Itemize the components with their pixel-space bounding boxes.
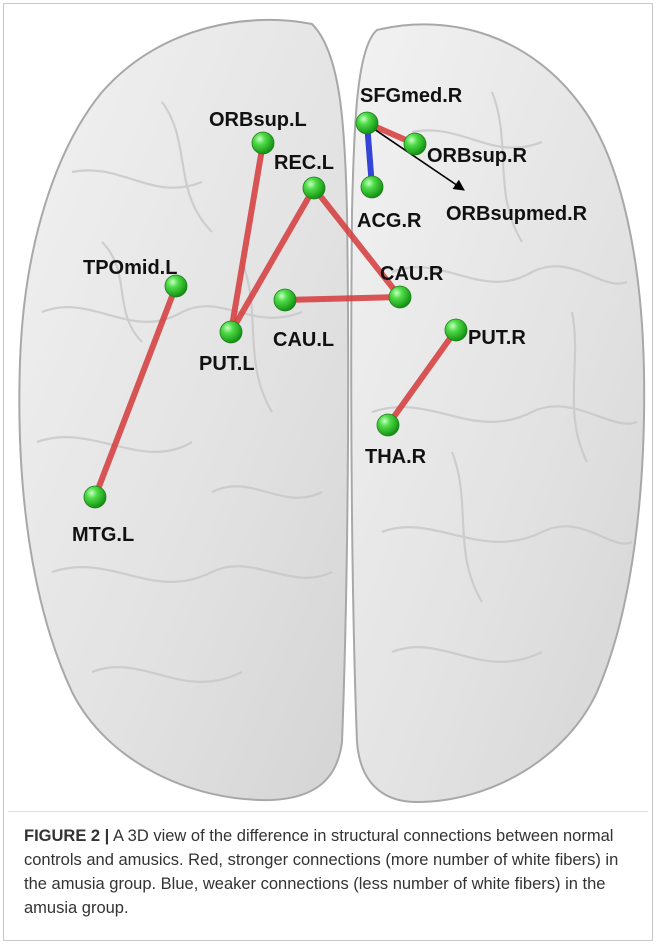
node-label-SFGmed.R: SFGmed.R	[360, 85, 463, 107]
node-ORBsup.L	[252, 132, 274, 154]
node-label-REC.L: REC.L	[274, 152, 334, 174]
node-SFGmed.R	[356, 112, 378, 134]
connection-CAU.L-CAU.R	[285, 297, 400, 300]
node-label-ORBsup.L: ORBsup.L	[209, 109, 307, 131]
node-label-CAU.L: CAU.L	[273, 329, 334, 351]
node-THA.R	[377, 414, 399, 436]
node-ACG.R	[361, 176, 383, 198]
brain-svg: ORBsup.L REC.L SFGmed.R ORBsup.R ACG.R ORBsup…	[12, 12, 652, 807]
node-label-THA.R: THA.R	[365, 446, 427, 468]
left-hemisphere	[19, 20, 348, 800]
node-CAU.R	[389, 286, 411, 308]
node-label-CAU.R: CAU.R	[380, 263, 444, 285]
node-PUT.L	[220, 321, 242, 343]
node-label-ORBsup.R: ORBsup.R	[427, 145, 528, 167]
node-label-TPOmid.L: TPOmid.L	[83, 257, 177, 279]
node-PUT.R	[445, 319, 467, 341]
node-label-ACG.R: ACG.R	[357, 210, 422, 232]
node-CAU.L	[274, 289, 296, 311]
node-label-MTG.L: MTG.L	[72, 524, 134, 546]
node-REC.L	[303, 177, 325, 199]
brain-connectivity-diagram: ORBsup.L REC.L SFGmed.R ORBsup.R ACG.R ORBsup…	[12, 12, 652, 807]
figure-caption: FIGURE 2 | A 3D view of the difference i…	[24, 824, 644, 920]
figure-caption-title: FIGURE 2 |	[24, 827, 109, 845]
node-label-ORBsupmed.R: ORBsupmed.R	[446, 203, 588, 225]
figure-caption-text: A 3D view of the difference in structura…	[24, 827, 618, 917]
node-ORBsup.R	[404, 133, 426, 155]
node-label-PUT.L: PUT.L	[199, 353, 255, 375]
node-label-PUT.R: PUT.R	[468, 327, 526, 349]
figure-frame: ORBsup.L REC.L SFGmed.R ORBsup.R ACG.R ORBsup…	[3, 3, 653, 941]
node-MTG.L	[84, 486, 106, 508]
caption-divider	[8, 811, 648, 812]
